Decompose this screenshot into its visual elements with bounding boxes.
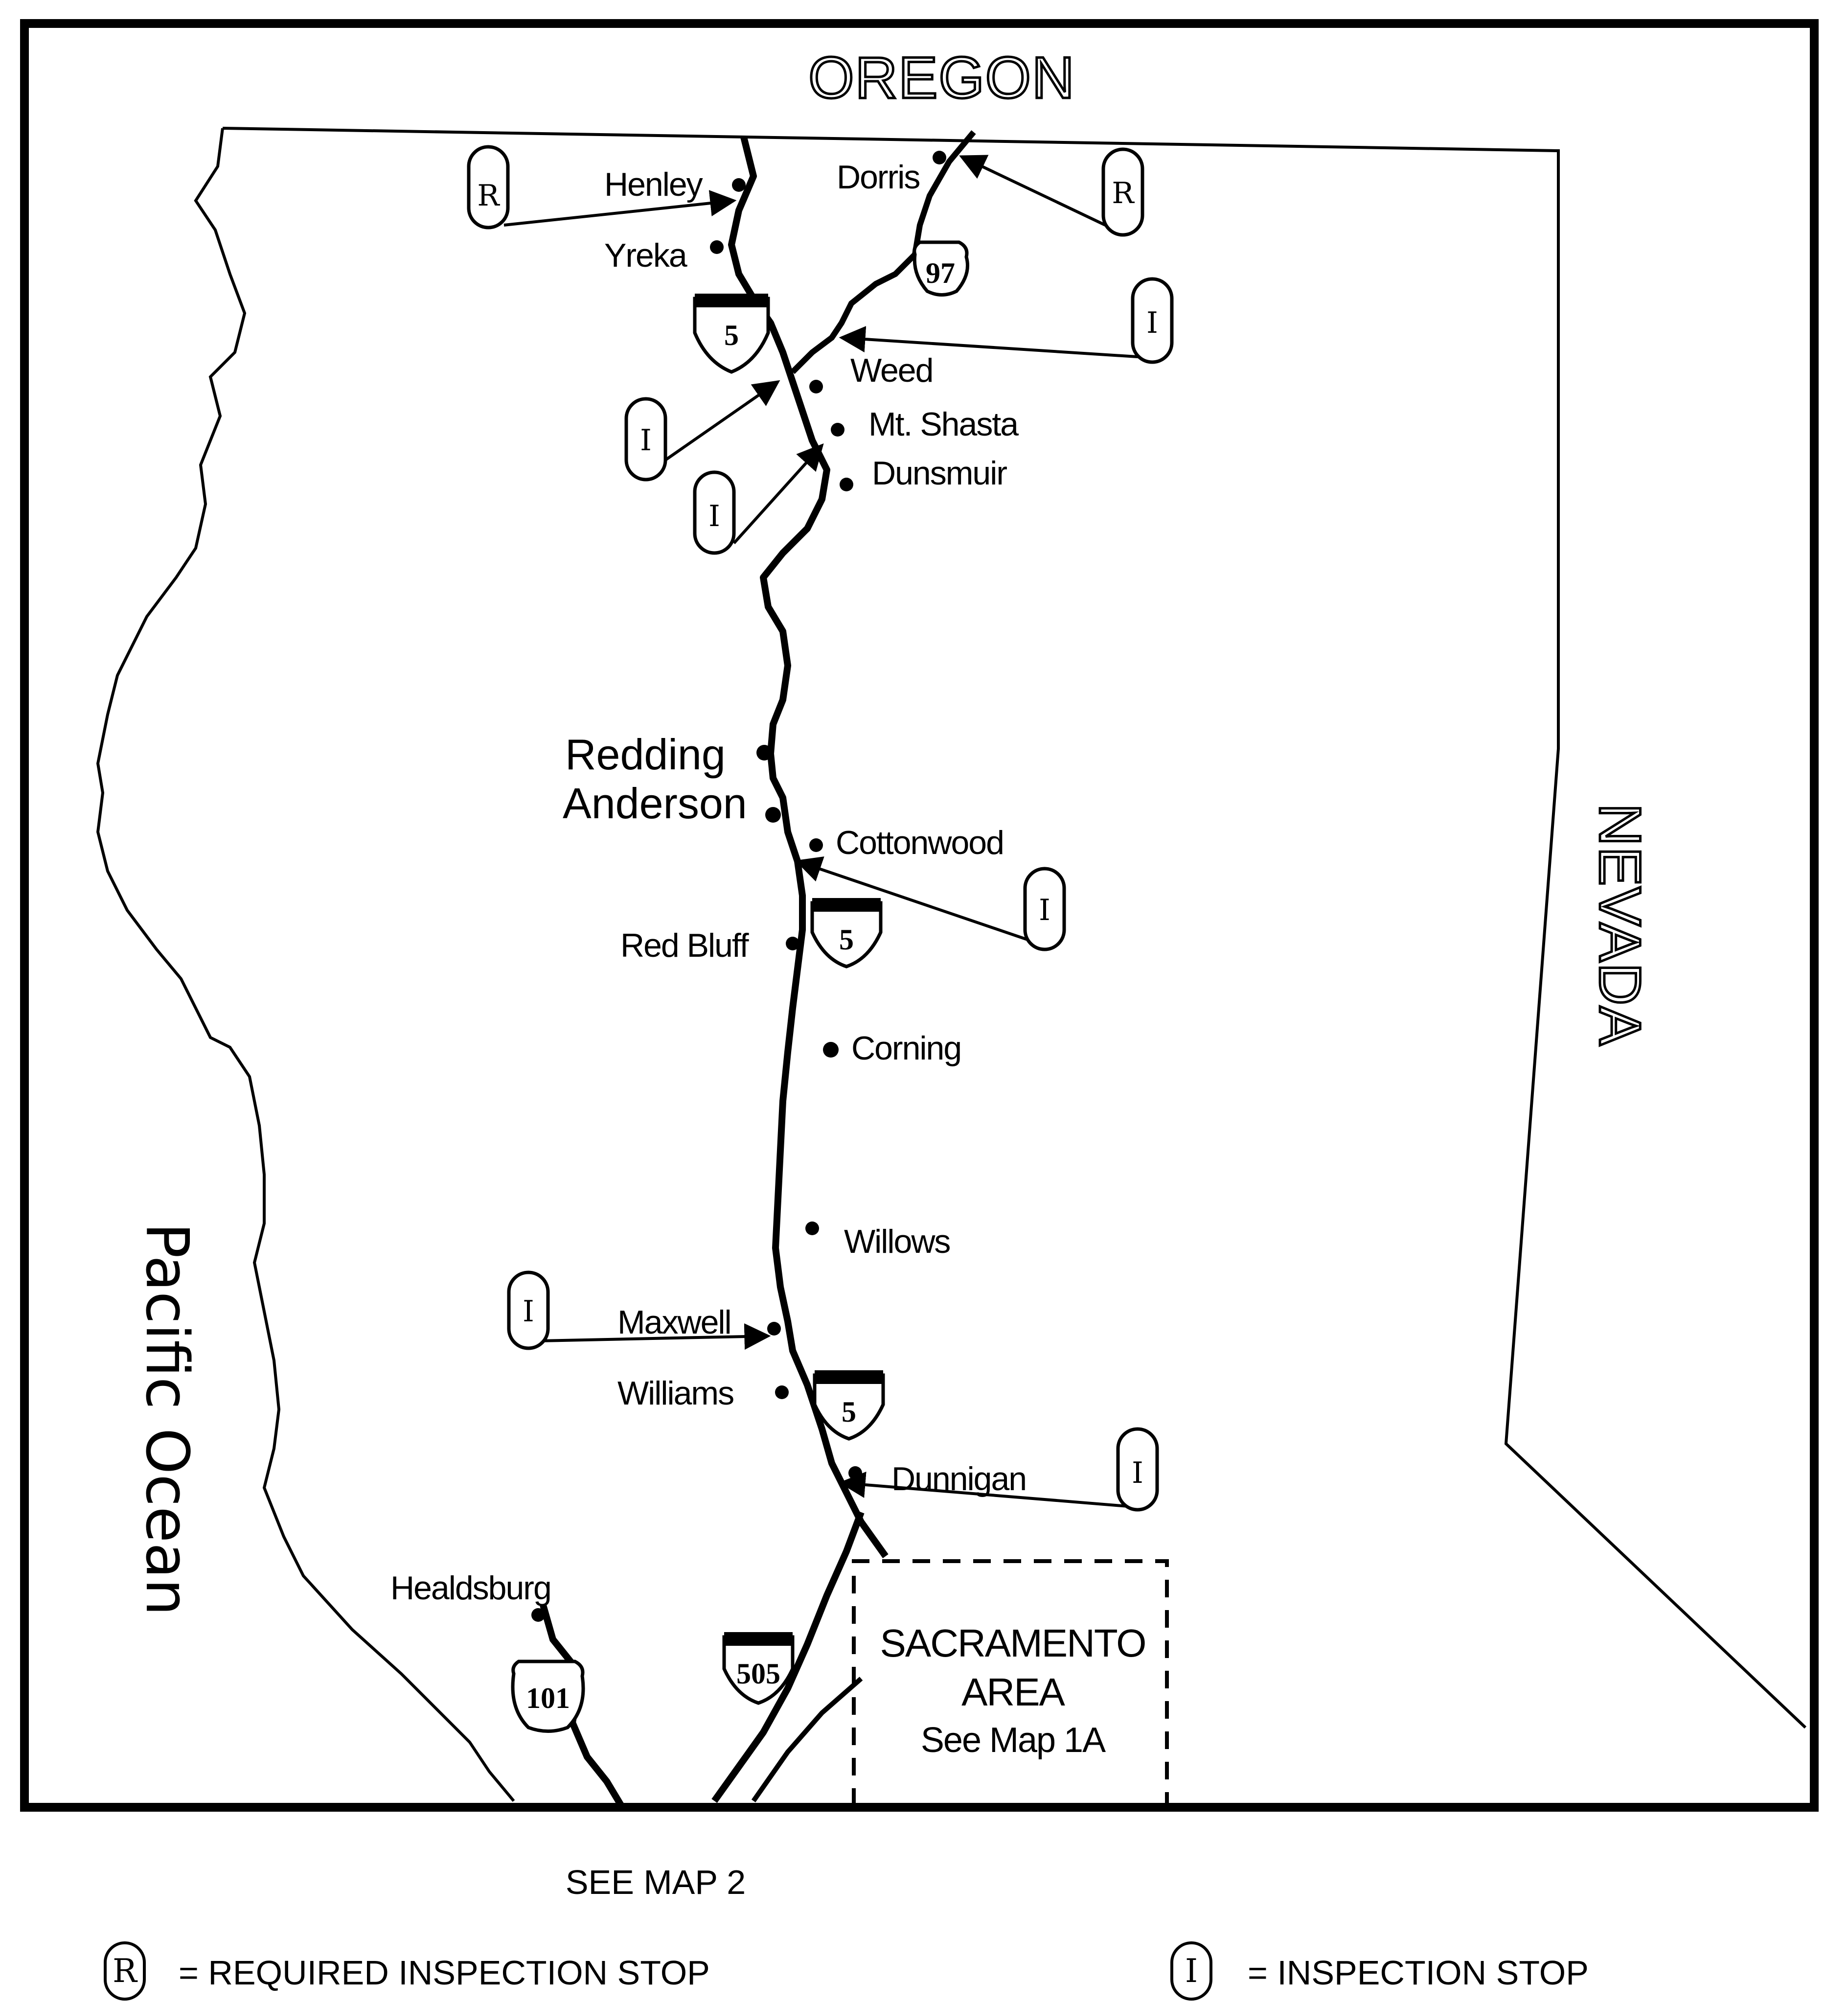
city-label-willows: Willows bbox=[844, 1223, 950, 1260]
city-label-corning: Corning bbox=[851, 1030, 961, 1067]
sacramento-box bbox=[852, 1559, 1169, 1806]
svg-text:SACRAMENTO: SACRAMENTO bbox=[880, 1621, 1145, 1665]
stop-arrows bbox=[503, 155, 1145, 1509]
state-label-nevada: NEVADA bbox=[1587, 804, 1653, 1047]
svg-text:505: 505 bbox=[736, 1658, 780, 1690]
city-label-anderson: Anderson bbox=[563, 779, 747, 828]
i5-shield-redbluff: 5 bbox=[810, 898, 883, 968]
inspection-stop-cottonwood: I bbox=[1023, 867, 1066, 951]
svg-text:= REQUIRED INSPECTION STOP: = REQUIRED INSPECTION STOP bbox=[179, 1954, 710, 1992]
svg-text:I: I bbox=[523, 1294, 534, 1329]
city-label-cottonwood: Cottonwood bbox=[836, 824, 1004, 861]
legend: R = REQUIRED INSPECTION STOP I = INSPECT… bbox=[104, 1941, 1589, 2001]
highway-i505 bbox=[711, 1511, 865, 1803]
city-label-mt-shasta: Mt. Shasta bbox=[868, 406, 1019, 443]
highway-i5 bbox=[728, 136, 889, 1559]
i505-shield: 505 bbox=[722, 1632, 795, 1705]
city-label-red-bluff: Red Bluff bbox=[620, 927, 749, 964]
svg-text:R: R bbox=[113, 1952, 138, 1990]
city-label-healdsburg: Healdsburg bbox=[390, 1569, 551, 1607]
svg-text:I: I bbox=[1146, 306, 1158, 340]
city-label-dunnigan: Dunnigan bbox=[891, 1460, 1026, 1498]
svg-text:I: I bbox=[708, 499, 720, 533]
city-dots bbox=[531, 151, 946, 1622]
svg-text:I: I bbox=[1039, 893, 1050, 927]
svg-text:See Map 1A: See Map 1A bbox=[921, 1721, 1106, 1760]
inspection-stop-weed: I bbox=[1131, 277, 1174, 364]
city-label-dorris: Dorris bbox=[837, 159, 919, 196]
required-stop-dorris: R bbox=[1101, 147, 1144, 237]
california-outline bbox=[96, 127, 1807, 1802]
inspection-stop-dunsmuir: I bbox=[693, 470, 736, 555]
svg-text:5: 5 bbox=[842, 1396, 856, 1428]
i5-shield-williams: 5 bbox=[813, 1370, 885, 1441]
svg-text:101: 101 bbox=[526, 1682, 570, 1714]
inspection-stop-weed-south: I bbox=[624, 397, 667, 482]
city-label-yreka: Yreka bbox=[604, 237, 687, 274]
highway-us97 bbox=[790, 130, 976, 374]
city-label-weed: Weed bbox=[850, 352, 933, 389]
svg-text:5: 5 bbox=[839, 923, 854, 956]
city-label-williams: Williams bbox=[617, 1375, 733, 1412]
city-label-dunsmuir: Dunsmuir bbox=[872, 455, 1007, 492]
sacramento-label: SACRAMENTO AREA See Map 1A bbox=[880, 1621, 1146, 1760]
required-stop-henley: R bbox=[467, 145, 510, 230]
inspection-stop-dunnigan: I bbox=[1116, 1427, 1159, 1512]
state-label-oregon: OREGON bbox=[808, 45, 1075, 111]
legend-required: R = REQUIRED INSPECTION STOP bbox=[104, 1941, 710, 2001]
svg-text:AREA: AREA bbox=[961, 1670, 1065, 1714]
svg-text:R: R bbox=[477, 179, 500, 213]
city-label-maxwell: Maxwell bbox=[617, 1304, 731, 1341]
svg-text:5: 5 bbox=[724, 319, 739, 351]
svg-text:I: I bbox=[1185, 1952, 1198, 1990]
svg-text:I: I bbox=[640, 423, 652, 458]
us101-shield: 101 bbox=[511, 1659, 585, 1733]
ocean-label: Pacific Ocean bbox=[133, 1222, 201, 1615]
city-labels: Henley Yreka Dorris Weed Mt. Shasta Duns… bbox=[390, 159, 1027, 1607]
city-label-redding: Redding bbox=[565, 730, 726, 779]
us97-shield: 97 bbox=[913, 240, 969, 297]
see-map-2-label: SEE MAP 2 bbox=[566, 1863, 746, 1901]
map-frame bbox=[20, 19, 1819, 1812]
stop-symbols: R R I I I I I I bbox=[467, 145, 1174, 1512]
svg-text:97: 97 bbox=[926, 257, 955, 289]
svg-text:R: R bbox=[1112, 176, 1135, 210]
svg-text:= INSPECTION STOP: = INSPECTION STOP bbox=[1248, 1954, 1589, 1992]
svg-text:I: I bbox=[1132, 1456, 1143, 1490]
city-label-henley: Henley bbox=[604, 166, 703, 203]
highway-branch bbox=[751, 1677, 863, 1802]
inspection-stop-maxwell: I bbox=[507, 1270, 550, 1350]
i5-shield-north: 5 bbox=[693, 294, 770, 374]
legend-inspection: I = INSPECTION STOP bbox=[1170, 1941, 1589, 2001]
